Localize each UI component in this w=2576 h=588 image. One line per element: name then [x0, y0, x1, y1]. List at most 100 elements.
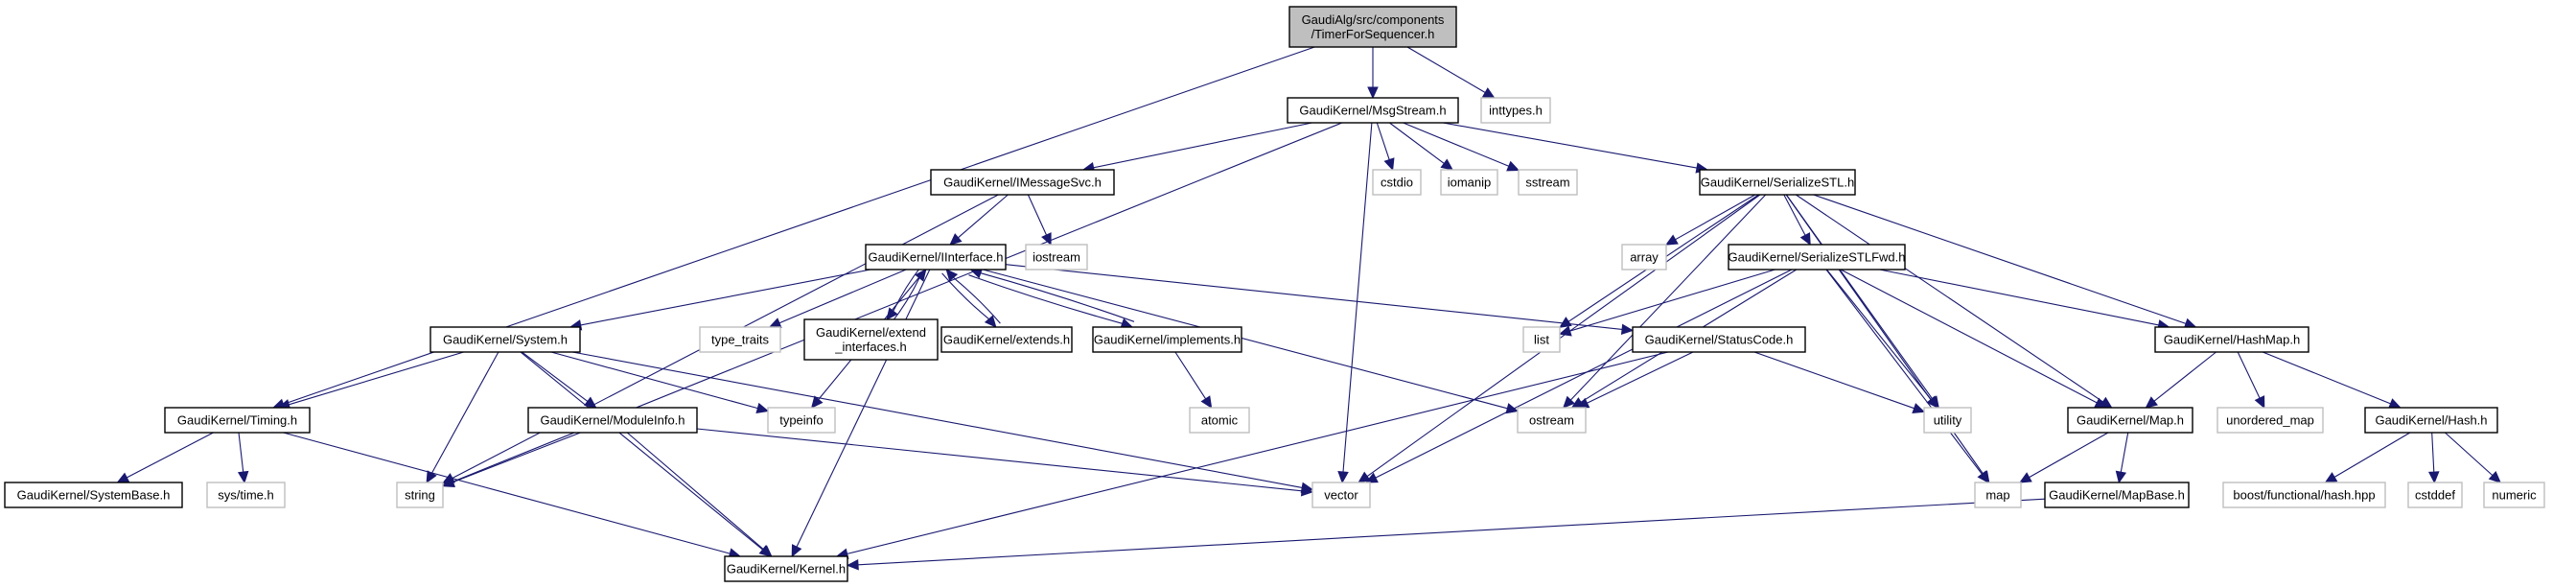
- node-root[interactable]: GaudiAlg/src/components/TimerForSequence…: [1288, 6, 1457, 48]
- node-extend_interfaces[interactable]: GaudiKernel/extend_interfaces.h: [803, 318, 939, 361]
- node-label: utility: [1934, 413, 1962, 428]
- edge-line: [847, 351, 1669, 554]
- node-statuscode[interactable]: GaudiKernel/StatusCode.h: [1632, 326, 1806, 353]
- node-kernel[interactable]: GaudiKernel/Kernel.h: [724, 555, 848, 582]
- edge-imessagesvc-to-iostream: [1027, 194, 1052, 247]
- node-imessagesvc[interactable]: GaudiKernel/IMessageSvc.h: [930, 169, 1115, 196]
- arrowhead-icon: [1562, 395, 1575, 409]
- edge-line: [283, 432, 731, 554]
- edge-extends-to-iinterface: [945, 269, 1001, 324]
- arrowhead-icon: [1664, 234, 1679, 246]
- node-label: ostream: [1529, 413, 1574, 428]
- node-label: list: [1534, 333, 1549, 347]
- node-ostream: ostream: [1517, 407, 1587, 434]
- arrowhead-icon: [2018, 472, 2032, 483]
- arrowhead-icon: [1558, 325, 1572, 337]
- edge-line: [2262, 351, 2391, 405]
- edge-line: [626, 432, 764, 551]
- arrowhead-icon: [1337, 471, 1349, 484]
- node-box: [699, 326, 781, 353]
- node-serializestl[interactable]: GaudiKernel/SerializeSTL.h: [1699, 169, 1856, 196]
- node-mapbase[interactable]: GaudiKernel/MapBase.h: [2044, 482, 2190, 508]
- node-box: [396, 482, 444, 508]
- arrowhead-icon: [1506, 160, 1520, 172]
- edge-serializestlfwd-to-map: [1825, 269, 1989, 483]
- node-implements[interactable]: GaudiKernel/implements.h: [1092, 326, 1242, 353]
- node-typeinfo: typeinfo: [767, 407, 836, 434]
- node-box: [865, 244, 1007, 270]
- edge-line: [968, 274, 1123, 324]
- edge-line: [521, 351, 589, 402]
- node-box: [940, 326, 1073, 353]
- node-timing[interactable]: GaudiKernel/Timing.h: [164, 407, 311, 434]
- edge-imessagesvc-to-iinterface: [949, 194, 1009, 246]
- edge-iinterface-to-extend_interfaces: [886, 265, 922, 320]
- node-box: [2216, 407, 2324, 434]
- arrowhead-icon: [1383, 157, 1395, 172]
- edge-line: [1376, 122, 1390, 160]
- node-label: map: [1985, 488, 2009, 503]
- node-systime: sys/time.h: [206, 482, 286, 508]
- node-box: [206, 482, 286, 508]
- edge-hashmap-to-hash: [2262, 351, 2402, 410]
- node-array: array: [1621, 244, 1667, 270]
- edge-line: [1753, 351, 1915, 410]
- node-label: GaudiKernel/extend: [816, 325, 926, 340]
- edge-hashmap-to-map_h: [2145, 351, 2216, 409]
- node-system[interactable]: GaudiKernel/System.h: [429, 326, 581, 353]
- edge-line: [1569, 269, 1775, 332]
- node-hash[interactable]: GaudiKernel/Hash.h: [2364, 407, 2498, 434]
- node-box: [1974, 482, 2022, 508]
- edge-root-to-msgstream: [1367, 47, 1379, 100]
- node-map_h[interactable]: GaudiKernel/Map.h: [2067, 407, 2193, 434]
- edge-line: [430, 351, 499, 474]
- node-box: [1288, 6, 1457, 48]
- node-string: string: [396, 482, 444, 508]
- node-label: atomic: [1201, 413, 1239, 428]
- node-numeric: numeric: [2483, 482, 2545, 508]
- node-box: [429, 326, 581, 353]
- node-list: list: [1522, 326, 1561, 353]
- edge-msgstream-to-iomanip: [1389, 122, 1454, 171]
- node-serializestlfwd[interactable]: GaudiKernel/SerializeSTLFwd.h: [1728, 244, 1906, 270]
- edge-implements-to-iinterface: [969, 268, 1135, 322]
- node-label: /TimerForSequencer.h: [1311, 27, 1435, 41]
- node-msgstream[interactable]: GaudiKernel/MsgStream.h: [1287, 97, 1459, 124]
- edge-statuscode-to-kernel: [835, 351, 1669, 559]
- edge-line: [1389, 122, 1445, 164]
- arrowhead-icon: [1364, 472, 1379, 483]
- node-label: GaudiKernel/HashMap.h: [2164, 333, 2300, 347]
- node-map: map: [1974, 482, 2022, 508]
- node-moduleinfo[interactable]: GaudiKernel/ModuleInfo.h: [527, 407, 698, 434]
- node-box: [2222, 482, 2386, 508]
- node-box: [803, 318, 939, 361]
- node-iostream: iostream: [1025, 244, 1088, 270]
- node-box: [1728, 244, 1906, 270]
- edge-hash-to-boosthash: [2324, 432, 2411, 483]
- arrowhead-icon: [1200, 395, 1213, 410]
- node-atomic: atomic: [1189, 407, 1250, 434]
- node-label: type_traits: [711, 333, 769, 347]
- node-box: [930, 169, 1115, 196]
- node-hashmap[interactable]: GaudiKernel/HashMap.h: [2154, 326, 2309, 353]
- edge-line: [1783, 194, 1806, 236]
- arrowhead-icon: [1799, 232, 1811, 247]
- node-sstream: sstream: [1518, 169, 1578, 196]
- edge-system-to-kernel: [520, 351, 773, 557]
- arrowhead-icon: [441, 477, 455, 487]
- node-box: [1480, 97, 1551, 124]
- node-extends[interactable]: GaudiKernel/extends.h: [940, 326, 1073, 353]
- node-iinterface[interactable]: GaudiKernel/IInterface.h: [865, 244, 1007, 270]
- edge-line: [571, 351, 1303, 488]
- node-label: typeinfo: [779, 413, 824, 428]
- node-cstddef: cstddef: [2407, 482, 2463, 508]
- arrowhead-icon: [1977, 470, 1989, 483]
- node-systembase[interactable]: GaudiKernel/SystemBase.h: [4, 482, 183, 508]
- edge-line: [1174, 351, 1207, 400]
- node-label: GaudiKernel/Timing.h: [177, 413, 297, 428]
- edge-line: [958, 194, 1009, 239]
- node-label: GaudiKernel/SerializeSTL.h: [1701, 176, 1854, 190]
- node-box: [2483, 482, 2545, 508]
- edge-system-to-string: [426, 351, 499, 484]
- node-label: GaudiAlg/src/components: [1302, 12, 1445, 27]
